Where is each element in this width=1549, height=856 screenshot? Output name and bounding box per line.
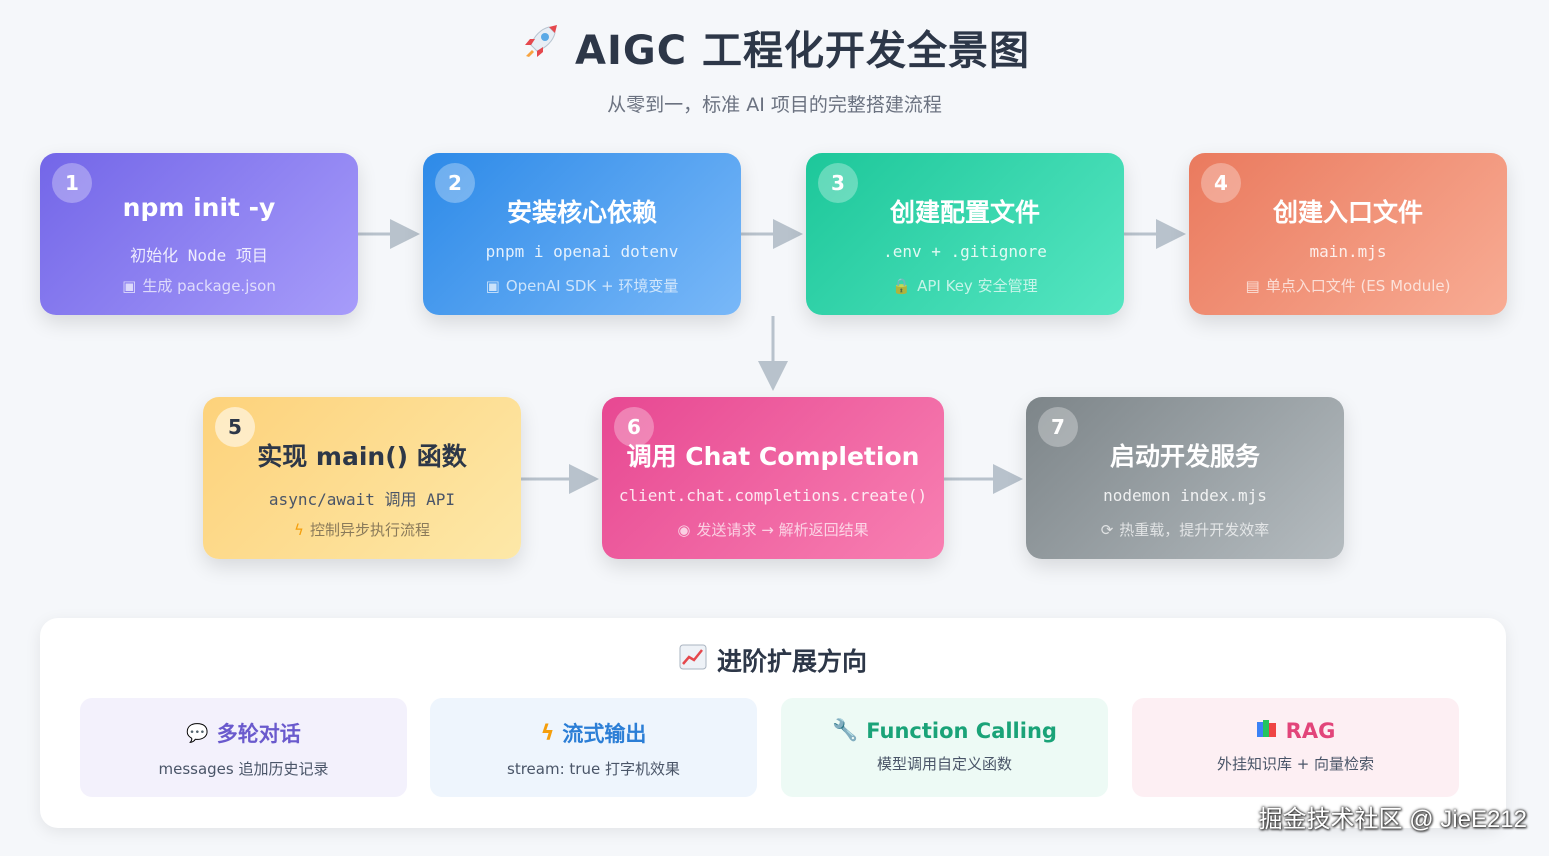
step-note: ▣生成 package.json [122, 277, 276, 295]
package-icon: ▣ [122, 277, 137, 295]
advanced-title: 进阶扩展方向 [40, 642, 1506, 678]
step-code: main.mjs [1309, 242, 1387, 261]
robot-icon: ◉ [677, 521, 691, 539]
step-card-6: 6 调用 Chat Completion client.chat.complet… [602, 397, 944, 559]
step-number: 7 [1038, 407, 1078, 447]
step-card-2: 2 安装核心依赖 pnpm i openai dotenv ▣OpenAI SD… [423, 153, 741, 315]
step-code: pnpm i openai dotenv [485, 242, 679, 261]
step-note: ◉发送请求 → 解析返回结果 [677, 521, 869, 539]
wrench-icon: 🔧 [832, 718, 859, 742]
step-note: ▣OpenAI SDK + 环境变量 [485, 277, 679, 295]
step-title: npm init -y [122, 193, 276, 222]
step-title: 安装核心依赖 [506, 198, 657, 227]
step-code: async/await 调用 API [268, 490, 456, 509]
rocket-icon [519, 21, 561, 73]
advanced-item-rag: RAG 外挂知识库 + 向量检索 [1132, 698, 1459, 797]
step-note: 🔒API Key 安全管理 [892, 277, 1038, 295]
step-number: 4 [1201, 163, 1241, 203]
advanced-item-desc: 外挂知识库 + 向量检索 [1216, 755, 1375, 773]
advanced-item-desc: 模型调用自定义函数 [876, 755, 1012, 773]
header: AIGC 工程化开发全景图 从零到一，标准 AI 项目的完整搭建流程 [0, 18, 1549, 117]
page-subtitle: 从零到一，标准 AI 项目的完整搭建流程 [607, 94, 942, 116]
advanced-item-desc: messages 追加历史记录 [158, 760, 329, 778]
page-title: AIGC 工程化开发全景图 [519, 18, 1030, 76]
books-icon [1256, 718, 1278, 743]
step-code: .env + .gitignore [883, 242, 1047, 261]
step-code: nodemon index.mjs [1103, 486, 1267, 505]
step-number: 1 [52, 163, 92, 203]
package-icon: ▣ [485, 277, 500, 295]
step-card-7: 7 启动开发服务 nodemon index.mjs ⟳热重载，提升开发效率 [1026, 397, 1344, 559]
step-card-4: 4 创建入口文件 main.mjs ▤单点入口文件 (ES Module) [1189, 153, 1507, 315]
lightning-icon: ϟ [294, 521, 304, 539]
title-text: AIGC 工程化开发全景图 [575, 28, 1030, 74]
step-code: 初始化 Node 项目 [130, 246, 268, 265]
step-title: 实现 main() 函数 [257, 442, 467, 471]
advanced-item-desc: stream: true 打字机效果 [507, 760, 680, 778]
advanced-item-function-calling: 🔧Function Calling 模型调用自定义函数 [781, 698, 1108, 797]
step-title: 创建配置文件 [889, 198, 1040, 227]
step-title: 创建入口文件 [1272, 198, 1423, 227]
refresh-icon: ⟳ [1100, 521, 1114, 539]
step-number: 2 [435, 163, 475, 203]
step-number: 5 [215, 407, 255, 447]
step-note: ▤单点入口文件 (ES Module) [1245, 277, 1451, 295]
step-number: 6 [614, 407, 654, 447]
watermark: 掘金技术社区 @ JieE212 [1258, 806, 1527, 833]
step-title: 启动开发服务 [1109, 442, 1260, 471]
advanced-item-multi-turn: 💬多轮对话 messages 追加历史记录 [80, 698, 407, 797]
step-number: 3 [818, 163, 858, 203]
step-title: 调用 Chat Completion [626, 442, 920, 471]
lightning-icon: ϟ [540, 721, 555, 745]
document-icon: ▤ [1245, 277, 1260, 295]
step-card-1: 1 npm init -y 初始化 Node 项目 ▣生成 package.js… [40, 153, 358, 315]
step-code: client.chat.completions.create() [618, 486, 928, 505]
step-note: ⟳热重载，提升开发效率 [1100, 521, 1270, 539]
chart-increasing-icon [679, 644, 707, 676]
lock-icon: 🔒 [892, 277, 912, 295]
speech-bubble-icon: 💬 [186, 722, 209, 744]
step-card-3: 3 创建配置文件 .env + .gitignore 🔒API Key 安全管理 [806, 153, 1124, 315]
